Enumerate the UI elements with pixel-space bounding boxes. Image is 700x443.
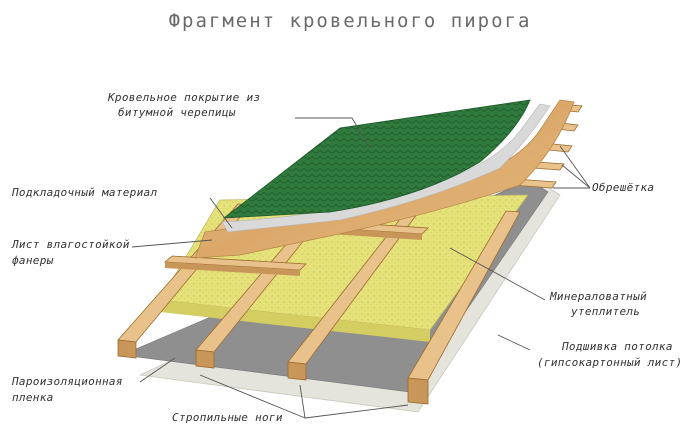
rafter (287, 361, 307, 381)
leader-vapor (139, 357, 176, 383)
leader-ceiling (497, 334, 531, 351)
label-insulation-line2: утеплитель (570, 305, 640, 318)
label-vapor-line2: пленка (12, 391, 54, 404)
label-plywood-line2: фанеры (12, 254, 54, 267)
label-ceiling-line2: (гипсокартонный лист) (537, 356, 682, 369)
batten (165, 262, 300, 276)
leader-underlay (209, 197, 233, 229)
bitumen-shingles (222, 99, 531, 219)
label-roof-cover-line1: Кровельное покрытие из (107, 91, 260, 104)
label-vapor-line1: Пароизоляционная (11, 375, 123, 388)
leader-battens-3 (559, 145, 591, 189)
label-underlay: Подкладочный материал (11, 186, 157, 199)
rafter (117, 339, 137, 359)
label-battens: Обрешётка (592, 181, 654, 194)
leader-battens-2 (561, 164, 591, 189)
leader-rafter-1 (199, 374, 306, 419)
label-plywood-line1: Лист влагостойкой (11, 238, 130, 251)
leader-roof-cover (295, 117, 371, 149)
leader-insulation (449, 247, 546, 301)
rafter (195, 349, 215, 369)
leader-lines (131, 117, 591, 419)
label-ceiling-line1: Подшивка потолка (561, 340, 673, 353)
insulation-front-face (160, 300, 430, 342)
leader-rafter-2 (299, 384, 306, 419)
label-insulation-line1: Минераловатный (549, 290, 647, 303)
label-roof-cover-line2: битумной черепицы (118, 106, 236, 119)
diagram-title: Фрагмент кровельного пирога (169, 10, 532, 32)
rafter (407, 377, 429, 405)
label-rafters: Стропильные ноги (172, 411, 283, 424)
leader-plywood (131, 239, 213, 248)
leader-rafter-3 (304, 404, 409, 419)
labels: Кровельное покрытие из битумной черепицы… (11, 91, 682, 424)
